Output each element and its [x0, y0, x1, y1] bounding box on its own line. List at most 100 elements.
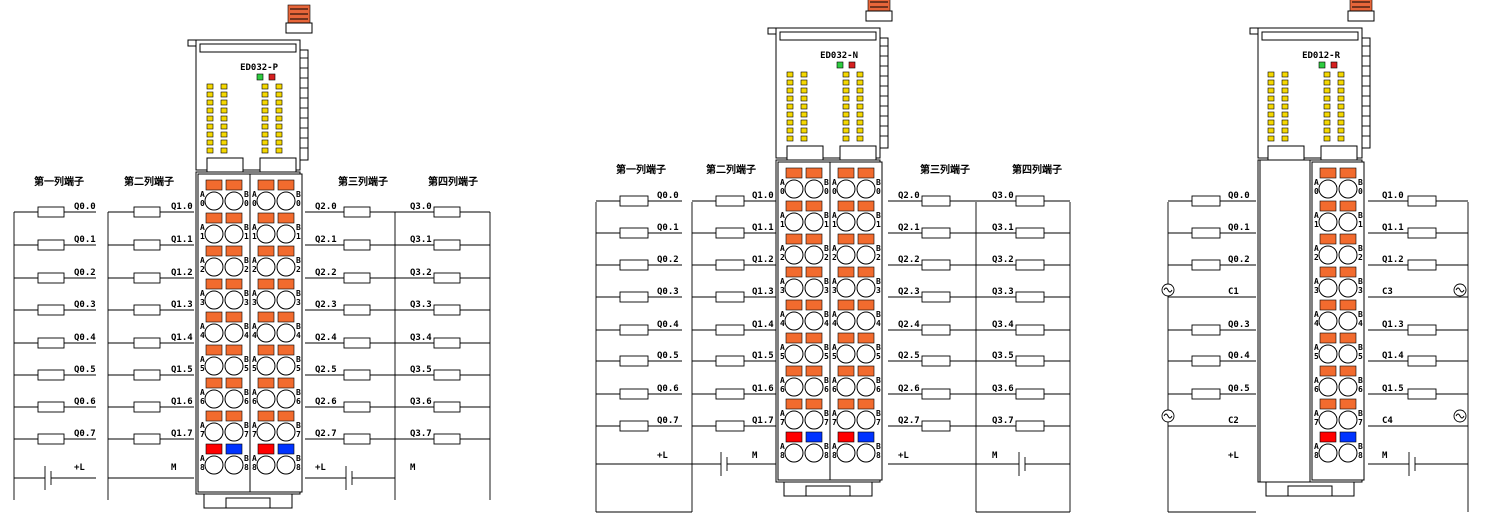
channel-led	[1323, 87, 1331, 94]
wire-entry	[204, 224, 224, 244]
load-resistor	[921, 324, 951, 336]
top-latch	[865, 0, 893, 22]
channel-led	[275, 107, 283, 114]
channel-led	[786, 95, 794, 102]
terminal-number: 7	[244, 430, 249, 439]
terminal-label: Q0.3	[657, 287, 679, 297]
wire-entry	[1318, 212, 1338, 232]
terminal-label: Q2.6	[315, 397, 337, 407]
terminal-letter: B	[824, 277, 829, 286]
terminal-number: 1	[824, 220, 829, 229]
load-resistor	[1407, 259, 1437, 271]
terminal-label: Q1.7	[752, 416, 774, 426]
load-resistor	[1015, 324, 1045, 336]
terminal-label: Q0.0	[1228, 191, 1250, 201]
wire-entry	[224, 455, 244, 475]
channel-led	[261, 139, 269, 146]
push-button-orange	[257, 344, 275, 356]
load-resistor	[37, 304, 65, 316]
terminal-number: 3	[780, 286, 785, 295]
wire-entry	[804, 278, 824, 298]
terminal-letter: B	[1358, 277, 1363, 286]
wire-entry	[256, 191, 276, 211]
terminal-letter: A	[200, 289, 205, 298]
terminal-label: Q0.4	[74, 333, 96, 343]
terminal-label: Q1.2	[1382, 255, 1404, 265]
terminal-label: Q1.7	[171, 429, 193, 439]
terminal-label: Q1.3	[752, 287, 774, 297]
terminal-label: Q3.3	[992, 287, 1014, 297]
channel-led	[1281, 95, 1289, 102]
channel-led	[1337, 127, 1345, 134]
load-resistor	[619, 324, 649, 336]
load-resistor	[133, 401, 161, 413]
push-button-orange	[805, 200, 823, 212]
terminal-label: Q3.2	[992, 255, 1014, 265]
wire-entry	[276, 422, 296, 442]
terminal-number: 0	[252, 199, 257, 208]
terminal-letter: A	[252, 322, 257, 331]
channel-led	[856, 95, 864, 102]
channel-led	[206, 91, 214, 98]
load-resistor	[37, 272, 65, 284]
push-button-orange	[837, 233, 855, 245]
top-latch	[285, 4, 313, 34]
load-resistor	[133, 272, 161, 284]
push-button-orange	[1319, 266, 1337, 278]
power-label: +L	[657, 451, 668, 461]
power-button-red	[1319, 431, 1337, 443]
terminal-letter: B	[244, 256, 249, 265]
terminal-number: 6	[780, 385, 785, 394]
wire-entry	[1318, 377, 1338, 397]
channel-led	[856, 103, 864, 110]
terminal-number: 4	[832, 319, 837, 328]
wire-entry	[224, 356, 244, 376]
load-resistor	[1015, 355, 1045, 367]
terminal-label: Q3.7	[410, 429, 432, 439]
terminal-label: Q1.1	[1382, 223, 1404, 233]
terminal-label: Q1.0	[752, 191, 774, 201]
terminal-label: Q2.6	[898, 384, 920, 394]
wire-entry	[856, 179, 876, 199]
channel-led	[1337, 135, 1345, 142]
terminal-letter: B	[876, 310, 881, 319]
terminal-number: 3	[876, 286, 881, 295]
terminal-number: 6	[876, 385, 881, 394]
wire-entry	[836, 344, 856, 364]
terminal-label: Q1.6	[752, 384, 774, 394]
terminal-letter: A	[1314, 343, 1319, 352]
wire-entry	[1318, 179, 1338, 199]
terminal-letter: A	[252, 454, 257, 463]
load-resistor	[1015, 259, 1045, 271]
terminal-label: Q1.4	[171, 333, 193, 343]
wire-entry	[836, 443, 856, 463]
terminal-letter: B	[876, 343, 881, 352]
terminal-letter: B	[824, 376, 829, 385]
power-label: M	[1382, 451, 1388, 461]
terminal-number: 1	[876, 220, 881, 229]
load-resistor	[1191, 324, 1221, 336]
rail-clip	[187, 39, 197, 47]
wire-entry	[224, 323, 244, 343]
module-ed032-p: 第一列端子第二列端子第三列端子第四列端子Q0.0Q0.1Q0.2Q0.3Q0.4…	[13, 4, 491, 509]
status-led-green	[256, 73, 264, 81]
terminal-letter: B	[296, 256, 301, 265]
push-button-orange	[785, 233, 803, 245]
terminal-number: 8	[1358, 451, 1363, 460]
push-button-orange	[805, 167, 823, 179]
wire-entry	[224, 290, 244, 310]
channel-led	[1323, 103, 1331, 110]
terminal-label: Q1.0	[1382, 191, 1404, 201]
load-resistor	[433, 337, 461, 349]
channel-led	[275, 99, 283, 106]
module-name: ED032-P	[240, 63, 279, 73]
module-ed012-r: Q0.0Q0.1Q0.2C1Q0.3Q0.4Q0.5C2+LQ1.0Q1.1Q1…	[1161, 0, 1469, 513]
terminal-label: Q3.6	[410, 397, 432, 407]
load-resistor	[1015, 420, 1045, 432]
terminal-letter: B	[296, 421, 301, 430]
terminal-number: 6	[1358, 385, 1363, 394]
terminal-number: 3	[200, 298, 205, 307]
terminal-number: 3	[1358, 286, 1363, 295]
module-name: ED012-R	[1302, 51, 1341, 61]
channel-led	[206, 115, 214, 122]
